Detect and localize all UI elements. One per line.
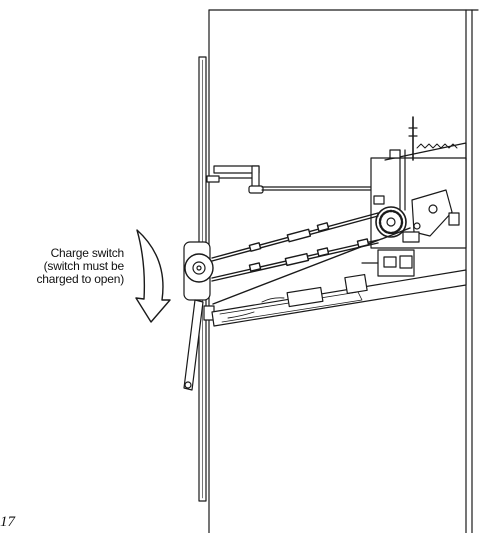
spring-rods	[211, 212, 411, 305]
curved-arrow-down-icon	[135, 229, 171, 323]
charge-lever	[183, 241, 215, 391]
charge-switch-callout: Charge switch (switch must be charged to…	[6, 247, 124, 286]
main-drive-bar	[211, 269, 467, 327]
callout-line-3: charged to open)	[36, 272, 124, 286]
cabinet-enclosure	[208, 9, 479, 533]
upper-linkage	[206, 165, 396, 194]
page-number: 17	[0, 514, 15, 530]
callout-line-1: Charge switch	[50, 246, 125, 260]
callout-line-2: (switch must be	[43, 259, 125, 273]
operating-mechanism	[361, 116, 467, 277]
